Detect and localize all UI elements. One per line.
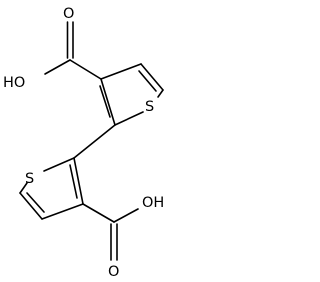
lower-ring-c5-c4-bond — [19, 192, 43, 220]
upper-thiophene-ring: S — [99, 63, 164, 126]
lower-ring-s-c5-bond — [19, 182, 28, 194]
upper-ring-c2-c3-bond — [100, 78, 116, 126]
lower-ring-c2-s-bond — [43, 157, 75, 172]
upper-ring-c4-c5-inner-bond — [138, 70, 157, 92]
lower-ring-c3-c2-bond — [73, 157, 84, 205]
upper-c-oh-bond — [44, 59, 71, 75]
upper-hydroxyl-label: HO — [3, 75, 25, 91]
upper-carboxyl-to-ring-bond — [69, 59, 102, 80]
upper-ring-c4-c5-bond — [140, 63, 164, 91]
lower-carboxyl-group: OH O — [82, 195, 164, 280]
upper-sulfur-label: S — [145, 99, 154, 115]
upper-ring-c3-c4-bond — [100, 63, 142, 80]
lower-ring-c4-c3-bond — [41, 203, 84, 220]
upper-ring-s-c2-bond — [114, 111, 144, 126]
lower-ring-c3-c2-inner-bond — [69, 164, 78, 199]
chemical-structure-diagram: O HO S S OH O — [3, 6, 164, 280]
lower-thiophene-ring: S — [19, 157, 84, 220]
lower-c-oh-bond — [113, 208, 139, 223]
lower-ring-to-carboxyl-bond — [82, 203, 115, 223]
inter-ring-bond — [73, 124, 116, 159]
upper-carboxyl-group: O HO — [3, 6, 102, 91]
lower-ring-c5-c4-inner-bond — [26, 192, 45, 213]
upper-ring-c2-c3-inner-bond — [99, 85, 111, 118]
upper-oxygen-label: O — [63, 6, 74, 22]
lower-oxygen-label: O — [108, 264, 119, 280]
lower-sulfur-label: S — [25, 171, 34, 187]
upper-ring-c5-s-bond — [157, 89, 164, 98]
lower-hydroxyl-label: OH — [142, 195, 164, 211]
